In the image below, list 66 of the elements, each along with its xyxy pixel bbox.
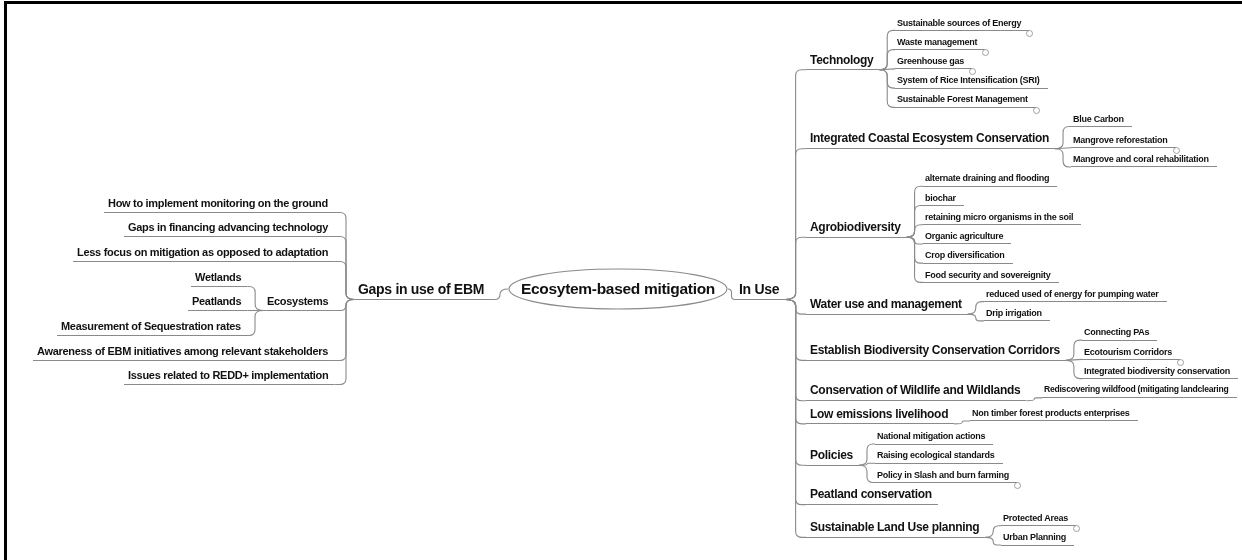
subtopic-label: retaining micro organisms in the soil [923,211,1082,226]
topic-label: Awareness of EBM initiatives among relevant stakeholders [33,345,335,361]
subtopic-label: biochar [923,192,964,206]
subtopic-label: Integrated biodiversity conservation [1082,365,1239,380]
subtopic-label: National mitigation actions [875,431,994,445]
topic-label: Integrated Coastal Ecosystem Conservation [806,132,1056,150]
subtopic-label: Mangrove reforestation [1071,134,1176,149]
subtopic-label: Policy in Slash and burn farming [875,469,1018,483]
subtopic-label: Blue Carbon [1071,113,1132,128]
subtopic-label: Rediscovering wildfood (mitigating landclearing [1042,385,1237,399]
topic-label: Issues related to REDD+ implementation [124,369,335,385]
topic-label: Gaps in financing advancing technology [124,221,335,237]
branch-line [953,420,971,425]
topic-label: How to implement monitoring on the ground [104,197,334,213]
branch-line [984,525,1002,538]
subtopic-label: Waste management [895,36,986,51]
subtopic-label: reduced used of energy for pumping water [984,288,1167,303]
subtopic-label: Mangrove and coral rehabilitation [1071,154,1217,168]
subtopic-label: Peatlands [188,295,248,311]
branch-line [1054,148,1072,168]
branch-line [858,464,876,484]
branch-line [858,443,876,466]
branch-line [246,309,264,337]
subtopic-label: Measurement of Sequestration rates [57,320,247,336]
topic-label: Ecosystems [263,295,335,311]
branch-line [878,69,896,108]
subtopic-label: Drip irrigation [984,308,1050,322]
subtopic-label: Wetlands [191,271,248,287]
subtopic-label: Organic agriculture [923,231,1012,245]
subtopic-label: Ecotourism Corridors [1082,346,1180,360]
subtopic-label: Protected Areas [1001,512,1076,527]
topic-label: Conservation of Wildlife and Wildlands [806,384,1027,402]
topic-label: Establish Biodiversity Conservation Corridors [806,344,1066,361]
topic-label: Low emissions livelihood [806,407,955,425]
subtopic-label: Greenhouse gas [895,56,973,70]
subtopic-label: Raising ecological standards [875,450,1003,464]
subtopic-label: System of Rice Intensification (SRI) [895,75,1048,89]
subtopic-label: Sustainable Forest Management [895,94,1036,108]
topic-label: Peatland conservation [806,488,938,506]
subtopic-label: Non timber forest products enterprises [970,408,1138,422]
subtopic-label: Crop diversification [923,250,1013,264]
branch-line [1065,359,1083,380]
subtopic-label: Urban Planning [1001,532,1074,546]
subtopic-label: alternate draining and flooding [923,173,1058,187]
topic-label: Water use and management [806,297,968,315]
central-topic-ellipse: Ecosytem-based mitigation [508,268,728,310]
branch-line [906,224,924,238]
topic-label: Less focus on mitigation as opposed to adaptation [73,246,335,262]
branch-line [489,288,509,301]
topic-label: Agrobiodiversity [806,220,907,238]
branch-line [967,313,985,322]
branch-line [727,288,736,301]
subtopic-label: Connecting PAs [1082,327,1158,341]
branch-line [906,236,924,283]
topic-label: Technology [806,53,880,71]
subtopic-label: Sustainable sources of Energy [895,17,1030,31]
topic-label: Policies [806,448,859,466]
branch-line [967,301,985,315]
subtopic-label: Food security and sovereignity [923,269,1059,283]
topic-label: Gaps in use of EBM [354,280,491,300]
topic-label: In Use [735,280,786,300]
branch-line [1025,397,1043,402]
branch-line [1065,339,1083,361]
branch-line [984,536,1002,546]
branch-line [333,298,355,386]
topic-label: Sustainable Land Use planning [806,521,986,538]
